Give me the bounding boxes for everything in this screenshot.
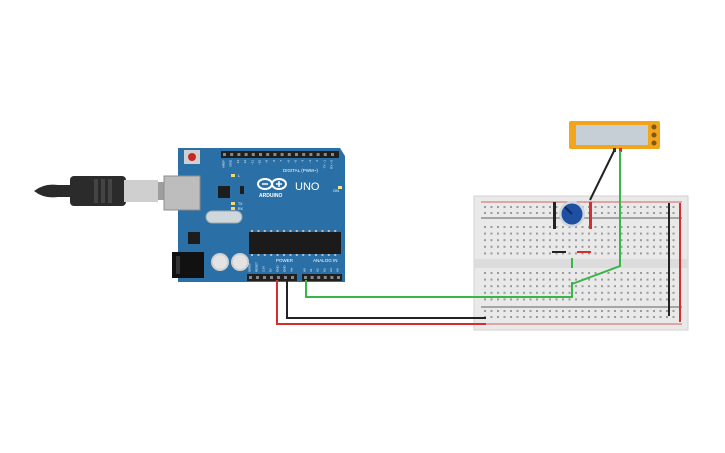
board-name: UNO — [295, 181, 320, 193]
digital-pin-label: ~5 — [294, 160, 298, 164]
power-pin[interactable] — [284, 276, 287, 279]
analog-label: ANALOG IN — [313, 258, 338, 263]
power-pin[interactable] — [249, 276, 252, 279]
rx-led — [231, 207, 235, 210]
display-screen — [576, 125, 648, 145]
power-pin[interactable] — [291, 276, 294, 279]
tx-label: TX — [238, 202, 243, 206]
power-pin-label: GND — [276, 265, 280, 273]
digital-pin[interactable] — [237, 153, 241, 156]
analog-pin-label: A2 — [316, 268, 320, 272]
digital-pin[interactable] — [273, 153, 277, 156]
digital-label: DIGITAL (PWM~) — [283, 168, 318, 173]
digital-pin-label: ~10 — [258, 160, 262, 165]
on-led-label: ON — [333, 188, 339, 193]
power-pin-label: Vin — [290, 267, 294, 272]
digital-pin-label: ~11 — [250, 160, 254, 165]
analog-pin[interactable] — [323, 276, 327, 279]
power-pin[interactable] — [270, 276, 273, 279]
wire-gnd[interactable] — [286, 280, 486, 319]
analog-pin[interactable] — [330, 276, 334, 279]
analog-header[interactable] — [302, 274, 342, 281]
digital-pin[interactable] — [331, 153, 334, 156]
analog-pin-label: A0 — [303, 268, 307, 272]
digital-pin-label: 4 — [301, 160, 305, 162]
digital-pin[interactable] — [251, 153, 255, 156]
power-label: POWER — [276, 258, 294, 263]
digital-header[interactable] — [221, 151, 339, 158]
rx-label: RX — [238, 207, 244, 211]
digital-pin[interactable] — [302, 153, 306, 156]
usb-plug-icon[interactable] — [34, 176, 164, 206]
on-led — [338, 186, 342, 189]
wire-5v[interactable] — [276, 280, 486, 325]
wire-display-signal[interactable] — [571, 151, 621, 285]
analog-pin-label: A3 — [322, 268, 326, 272]
power-pin[interactable] — [277, 276, 280, 279]
digital-pin-label: ~6 — [286, 160, 290, 164]
tx-led — [231, 202, 235, 205]
power-pin[interactable] — [256, 276, 259, 279]
l-led — [231, 174, 235, 177]
digital-pin-label: ~3 — [308, 160, 312, 164]
power-pin-label: GND — [283, 265, 287, 273]
analog-pin-label: A5 — [336, 268, 340, 272]
analog-pin[interactable] — [304, 276, 307, 279]
breadboard-gap — [474, 259, 688, 268]
voltage-regulator — [188, 232, 200, 244]
digital-pin[interactable] — [316, 153, 320, 156]
analog-pin[interactable] — [317, 276, 321, 279]
wire-display-gnd[interactable] — [589, 150, 615, 201]
reset-button-icon[interactable] — [184, 150, 200, 164]
digital-pin-label: RX←0 — [330, 160, 334, 169]
power-pin-label: IOREF — [248, 263, 252, 272]
digital-pin[interactable] — [280, 153, 284, 156]
digital-pin-label: GND — [229, 159, 233, 167]
logo-text: ARDUINO — [259, 193, 282, 199]
digital-pin[interactable] — [266, 153, 270, 156]
atmega-chip — [249, 232, 341, 254]
digital-pin[interactable] — [323, 153, 327, 156]
digital-pin-label: 13 — [236, 160, 240, 164]
digital-pin[interactable] — [259, 153, 262, 156]
digital-pin-label: 7 — [279, 160, 283, 162]
digital-pin-label: 8 — [272, 160, 276, 162]
digital-pin[interactable] — [287, 153, 291, 156]
digital-pin-label: 2 — [315, 160, 319, 162]
crystal — [205, 210, 243, 224]
power-pin[interactable] — [263, 276, 266, 279]
arduino-logo-icon — [257, 178, 287, 190]
digital-pin-label: AREF — [222, 160, 226, 168]
digital-pin[interactable] — [244, 153, 248, 156]
wire-a0[interactable] — [305, 280, 573, 298]
digital-pin-label: TX→1 — [322, 160, 326, 169]
analog-pin-label: A4 — [329, 268, 333, 272]
analog-pin[interactable] — [310, 276, 314, 279]
digital-pin[interactable] — [309, 153, 313, 156]
digital-pin-label: 12 — [243, 160, 247, 164]
digital-pin[interactable] — [223, 153, 226, 156]
usb-chip — [218, 186, 230, 198]
usb-b-port — [163, 175, 201, 211]
analog-pin-label: A1 — [309, 268, 313, 272]
power-pin-label: 5V — [269, 268, 273, 272]
display-module-icon[interactable] — [569, 121, 660, 152]
power-pin-label: 3.3V — [262, 266, 266, 272]
potentiometer-icon[interactable] — [553, 201, 592, 229]
digital-pin[interactable] — [230, 153, 234, 156]
digital-pin[interactable] — [295, 153, 298, 156]
analog-pin[interactable] — [337, 276, 340, 279]
l-label: L — [238, 174, 240, 178]
power-pin-label: RESET — [255, 262, 259, 272]
digital-pin-label: ~9 — [265, 160, 269, 164]
